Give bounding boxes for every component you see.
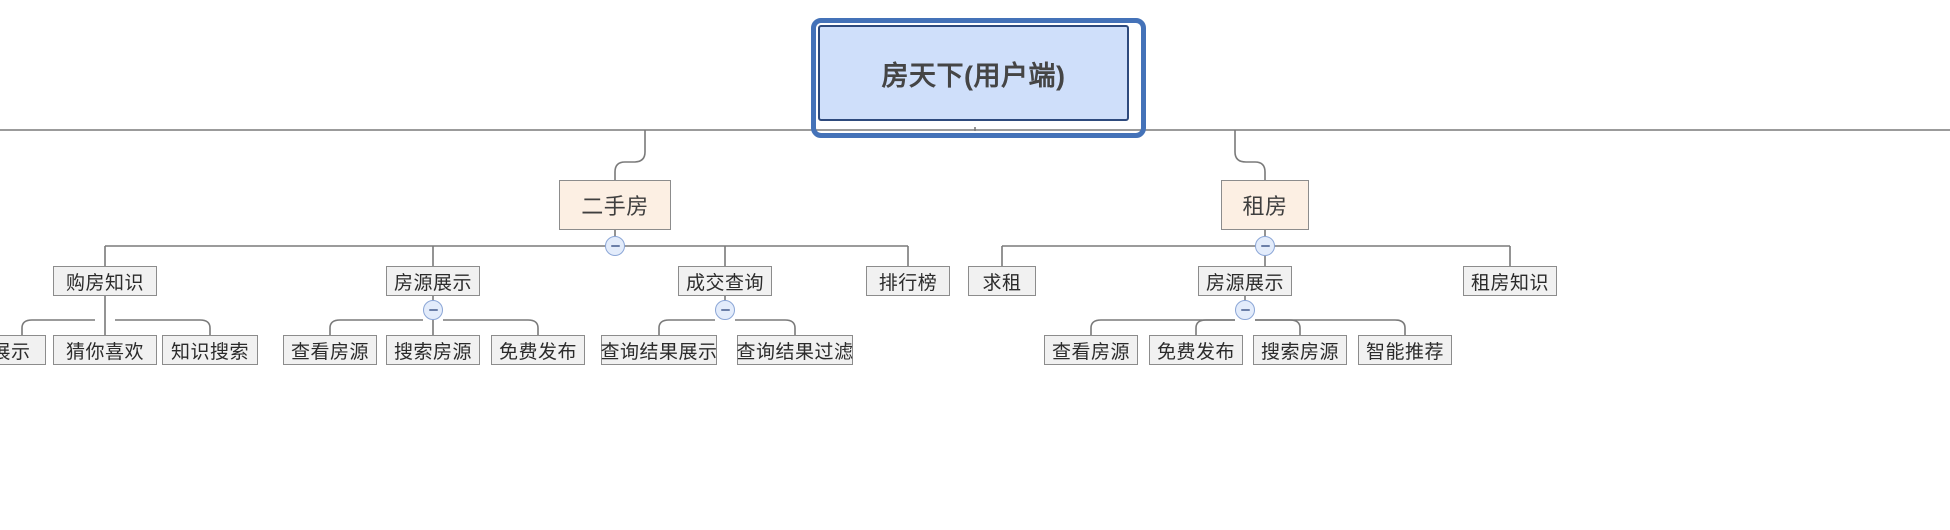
node-fangyuanzhanshi-ershoufang[interactable]: 房源展示: [386, 266, 480, 296]
minus-bar: [1260, 245, 1270, 247]
node-sousuofangyuan-ershoufang[interactable]: 搜索房源: [386, 335, 480, 365]
minus-bar: [428, 309, 438, 311]
node-cainixihuan[interactable]: 猜你喜欢: [53, 335, 157, 365]
collapse-minus-icon-fangyuanzhanshi-zufang[interactable]: [1235, 300, 1255, 320]
node-chaxunjieguoguolv[interactable]: 查询结果过滤: [737, 335, 853, 365]
root-selection-ring: [811, 18, 1146, 138]
collapse-minus-icon-fangyuanzhanshi-ershoufang[interactable]: [423, 300, 443, 320]
node-zhanshi[interactable]: 展示: [0, 335, 46, 365]
node-goufangzhishi[interactable]: 购房知识: [53, 266, 157, 296]
collapse-minus-icon-ershoufang[interactable]: [605, 236, 625, 256]
node-chakanfangyuan-zufang[interactable]: 查看房源: [1044, 335, 1138, 365]
node-sousuofangyuan-zufang[interactable]: 搜索房源: [1253, 335, 1347, 365]
node-fangyuanzhanshi-zufang[interactable]: 房源展示: [1198, 266, 1292, 296]
minus-bar: [720, 309, 730, 311]
node-zhishisousuo[interactable]: 知识搜索: [162, 335, 258, 365]
node-chakanfangyuan-ershoufang[interactable]: 查看房源: [283, 335, 377, 365]
node-mianfeifabu-zufang[interactable]: 免费发布: [1149, 335, 1243, 365]
node-zufang[interactable]: 租房: [1221, 180, 1309, 230]
collapse-minus-icon-zufang[interactable]: [1255, 236, 1275, 256]
minus-bar: [610, 245, 620, 247]
node-zhinengtuijian[interactable]: 智能推荐: [1358, 335, 1452, 365]
collapse-minus-icon-chengjiaochaxun[interactable]: [715, 300, 735, 320]
node-ershoufang[interactable]: 二手房: [559, 180, 671, 230]
node-chaxunjieguozhanshi[interactable]: 查询结果展示: [601, 335, 717, 365]
minus-bar: [1240, 309, 1250, 311]
node-chengjiaochaxun[interactable]: 成交查询: [678, 266, 772, 296]
node-mianfeifabu-ershoufang[interactable]: 免费发布: [491, 335, 585, 365]
node-qiuzu[interactable]: 求租: [968, 266, 1036, 296]
node-root[interactable]: 房天下(用户端): [818, 25, 1129, 121]
node-paihangbang[interactable]: 排行榜: [866, 266, 950, 296]
node-zufangzhishi[interactable]: 租房知识: [1463, 266, 1557, 296]
